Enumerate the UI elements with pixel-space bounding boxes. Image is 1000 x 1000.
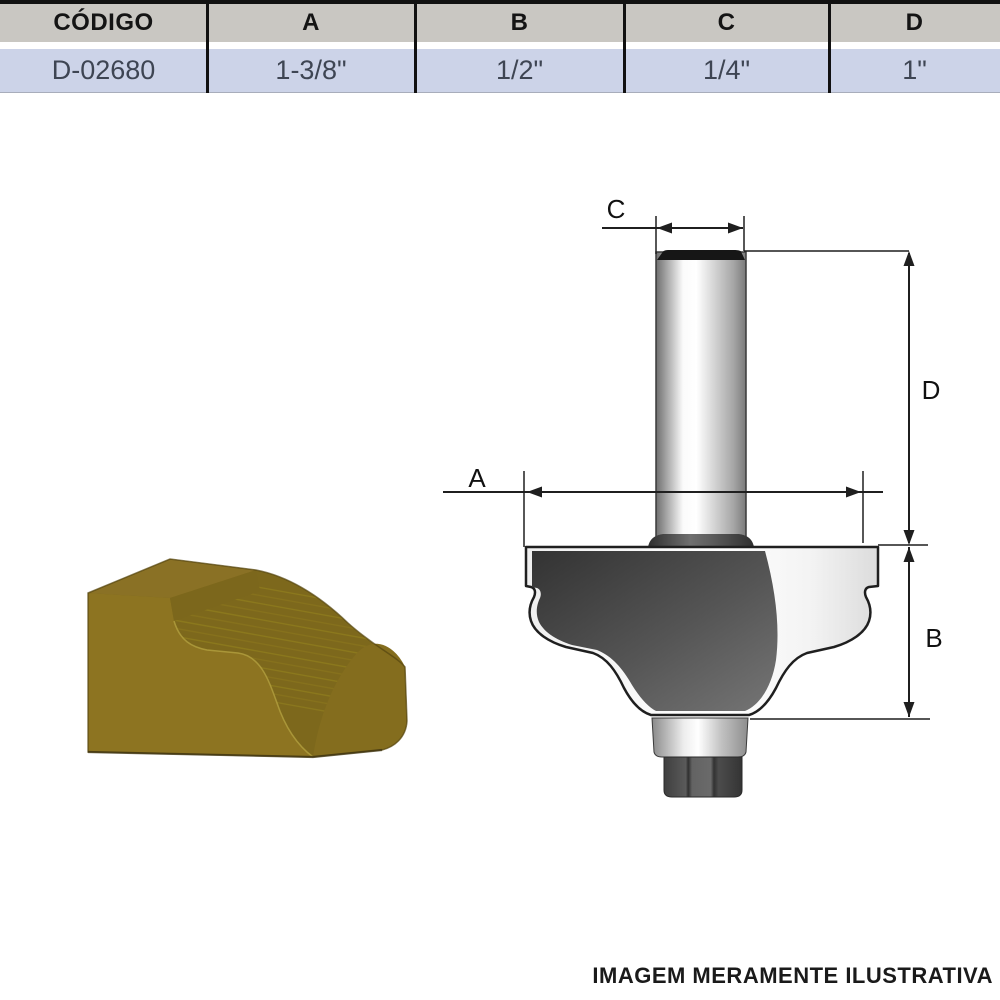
dimension-d xyxy=(878,251,928,546)
value-b: 1/2" xyxy=(495,55,544,85)
column-divider xyxy=(623,0,626,93)
header-b: B xyxy=(510,9,529,36)
column-divider xyxy=(414,0,417,93)
table-top-border xyxy=(0,0,1000,4)
wood-end-face xyxy=(313,643,407,757)
spec-table: CÓDIGO A B C D D-02680 1-3/8" 1/2" 1/4" … xyxy=(0,0,1000,93)
value-d: 1" xyxy=(902,55,927,85)
wood-step-face xyxy=(170,570,260,621)
dim-label-d: D xyxy=(922,375,941,405)
bit-shank xyxy=(655,251,747,541)
header-codigo: CÓDIGO xyxy=(53,9,154,36)
value-a: 1-3/8" xyxy=(275,55,347,85)
table-header-row: CÓDIGO A B C D xyxy=(0,4,1000,42)
bit-shank-cap xyxy=(657,250,745,260)
value-codigo: D-02680 xyxy=(51,55,156,85)
dimension-c xyxy=(602,216,909,254)
value-c: 1/4" xyxy=(702,55,751,85)
wood-front-face xyxy=(88,593,313,757)
table-row-gap xyxy=(0,42,1000,49)
router-bit-diagram: C D B xyxy=(443,194,943,798)
wood-top-face xyxy=(88,559,256,598)
dimension-a xyxy=(443,471,883,547)
dim-label-a: A xyxy=(468,463,486,493)
bit-bearing xyxy=(651,717,749,758)
header-a: A xyxy=(302,9,320,36)
bit-collar xyxy=(648,534,754,547)
dim-label-c: C xyxy=(607,194,626,224)
dim-label-b: B xyxy=(925,623,942,653)
column-divider xyxy=(206,0,209,93)
wood-bottom-shadow xyxy=(87,748,383,759)
dimension-b xyxy=(750,547,930,720)
header-c: C xyxy=(717,9,736,36)
wood-moulding-sample xyxy=(87,558,408,759)
bit-nut xyxy=(663,756,743,798)
bit-blade xyxy=(532,551,778,711)
wood-profile-highlight xyxy=(173,620,314,758)
header-d: D xyxy=(905,9,924,36)
disclaimer-text: IMAGEM MERAMENTE ILUSTRATIVA xyxy=(592,963,993,988)
wood-outline xyxy=(87,558,408,758)
column-divider xyxy=(828,0,831,93)
table-data-row: D-02680 1-3/8" 1/2" 1/4" 1" xyxy=(0,49,1000,93)
